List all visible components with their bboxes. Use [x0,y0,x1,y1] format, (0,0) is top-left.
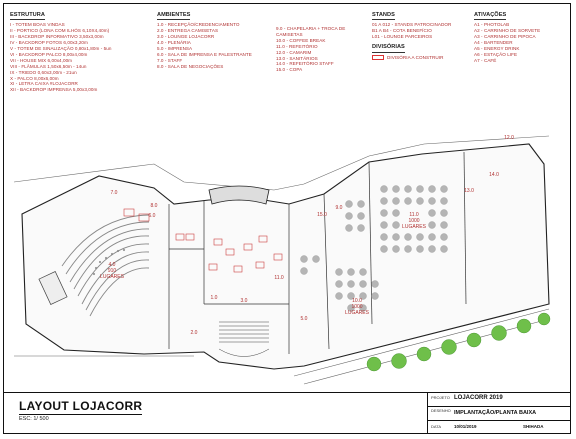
title-block-info: PROJETO LOJACORR 2019 DESENHO IMPLANTAÇÃ… [427,393,570,433]
legend-ativacoes: ATIVAÇÕES A1 - PHOTOLAB A2 - CARRINHO DE… [474,12,564,64]
legend-item: 8.0 - SALA DE NEGOCIAÇÕES [157,63,224,69]
room-label-5: 5.0 [301,316,308,322]
title-block: LAYOUT LOJACORR ESC: 1/ 500 PROJETO LOJA… [4,392,570,433]
legend-item: 5.0 - IMPRENSA [157,46,193,52]
legend-item: 2.0 - ENTREGA CAMISETAS [157,28,219,34]
legend-item: IV - BACKDROP FOTOS 6,00x3,20m [10,40,88,46]
legend-item: 15.0 - COPA [276,67,303,73]
drawing-value: IMPLANTAÇÃO/PLANTA BAIXA [454,410,537,416]
floor-plan: 4.0 910 LUGARES 11.0 1000 LUGARES 10.0 1… [13,135,551,385]
legend-item: 12.0 - CAMARIM [276,49,312,55]
room-count-4: 910 [108,268,117,274]
legend-item: 13.0 - SANITÁRIOS [276,55,318,61]
room-count-10: 1000 [351,304,362,310]
legend-item: A4 - BARTENDER [474,40,513,46]
legend-item: 11.0 - REFEITÓRIO [276,43,318,49]
refeitorio-tables [345,185,448,253]
legend-item: VII - HOUSE MIX 6,00x4,00m [10,57,73,63]
legend-stands: STANDS 01 A 012 - STANDS PATROCINADOR B1… [372,12,462,60]
trees [366,312,551,372]
legend-item: IX - TRIEDO 0,60x3,00m - 21un [10,69,77,75]
sheet-value: SHIHADA [523,424,544,429]
legend-item: XI - LETRA CAIXA #LOJACORR [10,81,78,87]
legend-item: 14.0 - REFEITÓRIO STAFF [276,61,334,67]
internal-walls [168,151,467,354]
legend-item: CAMISETAS [276,31,303,37]
room-label-9: 9.0 [336,205,343,211]
room-label-3: 3.0 [241,298,248,304]
legend-item: II - PORTICO (LONA COM ILHÓS 6,10X4,40m) [10,28,110,34]
legend-ativacoes-heading: ATIVAÇÕES [474,12,507,21]
room-label-11: 11.0 [409,212,419,218]
legend-estrutura: ESTRUTURA I - TOTEM BOAS VINDAS II - POR… [10,12,160,93]
legend-item: X - PALCO 8,00x6,00m [10,75,59,81]
room-label-11b: 11.0 [274,275,284,281]
legend-item: A1 - PHOTOLAB [474,22,510,28]
legend-item: 01 A 012 - STANDS PATROCINADOR [372,22,452,28]
room-name-11: LUGARES [402,224,427,230]
legend-ambientes: AMBIENTES 1.0 - RECEPÇÃO/CREDENCIAMENTO … [157,12,275,70]
legend-item: 6.0 - SALA DE IMPRENSA E PALESTRANTE [157,51,252,57]
plenary-rows [61,214,150,317]
room-label-1: 1.0 [211,295,218,301]
legend-item: 1.0 - RECEPÇÃO/CREDENCIAMENTO [157,22,240,28]
legend-item: 9.0 - CHAPELARIA + TROCA DE [276,26,346,31]
legend-divisorias-heading: DIVISÓRIAS [372,44,405,53]
room-label-7: 7.0 [111,190,118,196]
legend-item: A7 - CAFÉ [474,57,497,63]
legend-item: XII - BACKDROP IMPRENSA 5,00x3,00m [10,87,98,93]
drawing-scale: ESC: 1/ 500 [19,416,49,422]
legend-item: 4.0 - PLENÁRIA [157,40,191,46]
room-label-6: 6.0 [149,213,156,219]
legend-ambientes-heading: AMBIENTES [157,12,191,21]
room-label-15: 15.0 [317,212,327,218]
legend-item: A2 - CARRINHO DE SORVETE [474,28,541,34]
drawing-title: LAYOUT LOJACORR [19,399,143,415]
coffee-tables [300,255,379,312]
drawing-sheet: ESTRUTURA I - TOTEM BOAS VINDAS II - POR… [3,3,571,434]
room-count-11: 1000 [408,218,419,224]
legend-item: 10.0 - COFFEE BREAK [276,37,326,43]
room-label-8: 8.0 [151,203,158,209]
room-label-2: 2.0 [191,330,198,336]
room-label-13: 13.0 [464,188,474,194]
date-value: 10/01/2019 [454,424,477,429]
entrance-canopy [208,185,270,205]
room-name-10: LUGARES [345,310,370,316]
legend-item: VI - BACKDROP PALCO 8,00x4,00m [10,51,88,57]
project-key: PROJETO [431,395,450,400]
legend-item: V - TOTEM DE SINALIZAÇÃO 0,80x1,80m - 5u… [10,46,112,52]
room-label-10: 10.0 [352,298,362,304]
legend-ambientes-2: 9.0 - CHAPELARIA + TROCA DE CAMISETAS 10… [276,26,372,73]
legend-item: B1 A B4 - COTA BENEFÍCIO [372,28,432,34]
legend-item: VIII - FLÂMULAS 1,50x6,50m - 14un [10,63,87,69]
room-label-12: 12.0 [504,135,514,141]
stands [123,208,283,273]
legend-estrutura-heading: ESTRUTURA [10,12,45,21]
legend-item: I - TOTEM BOAS VINDAS [10,22,65,28]
entrance-stairs [218,321,270,357]
legend-item: L01 - LOUNGE PARCEIROS [372,34,433,40]
legend-item: 3.0 - LOUNGE LOJACORR [157,34,215,40]
legend-item: A5 - ENERGY DRINK [474,46,520,52]
room-label-4: 4.0 [109,262,116,268]
divisoria-swatch [372,54,384,60]
stage [38,271,68,305]
legend-item: 7.0 - STAFF [157,57,183,63]
date-key: DATA [431,424,442,429]
legend-item: DIVISÓRIA A CONSTRUIR [387,54,444,60]
room-label-14: 14.0 [489,172,499,178]
project-value: LOJACORR 2019 [454,395,503,401]
legend-stands-heading: STANDS [372,12,395,21]
room-name-4: LUGARES [100,274,125,280]
legend-item: A6 - ESTAÇÃO LIFE [474,51,518,57]
legend-item: A3 - CARRINHO DE PIPOCA [474,34,536,40]
legend-item: III - BACKDROP INFORMATIVO 3,50x3,00m [10,34,104,40]
drawing-key: DESENHO [431,408,451,413]
